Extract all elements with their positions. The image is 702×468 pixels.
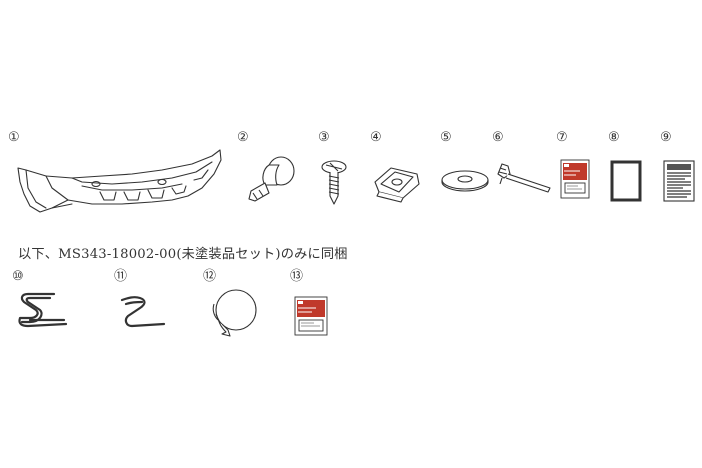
cable-tie-icon: [492, 160, 554, 194]
round-sticker-icon: [208, 286, 260, 340]
part-number-10: ⑩: [12, 269, 24, 284]
part-number-11: ⑪: [114, 269, 128, 284]
note-text: 以下、MS343-18002-00(未塗装品セット)のみに同梱: [18, 247, 348, 262]
u-nut-clip-icon: [371, 162, 423, 203]
tapping-screw-icon: [318, 158, 354, 206]
rear-diffuser-part-icon: [12, 148, 227, 216]
part-number-5: ⑤: [440, 130, 452, 145]
wire-clip-large-icon: [14, 290, 72, 330]
part-number-8: ⑧: [608, 130, 620, 145]
part-number-4: ④: [370, 130, 382, 145]
washer-icon: [439, 168, 491, 194]
adhesive-packet-icon: [560, 159, 590, 199]
push-clip-icon: [243, 155, 299, 205]
part-number-7: ⑦: [556, 130, 568, 145]
part-number-6: ⑥: [492, 130, 504, 145]
part-number-2: ②: [237, 130, 249, 145]
instruction-sheet-icon: [663, 160, 695, 202]
part-number-12: ⑫: [203, 269, 217, 284]
part-number-9: ⑨: [660, 130, 672, 145]
part-number-13: ⑬: [290, 269, 304, 284]
frame-sheet-icon: [610, 160, 642, 202]
adhesive-packet-icon: [294, 296, 328, 336]
part-number-3: ③: [318, 130, 330, 145]
part-number-1: ①: [8, 130, 20, 145]
wire-clip-small-icon: [118, 292, 170, 330]
